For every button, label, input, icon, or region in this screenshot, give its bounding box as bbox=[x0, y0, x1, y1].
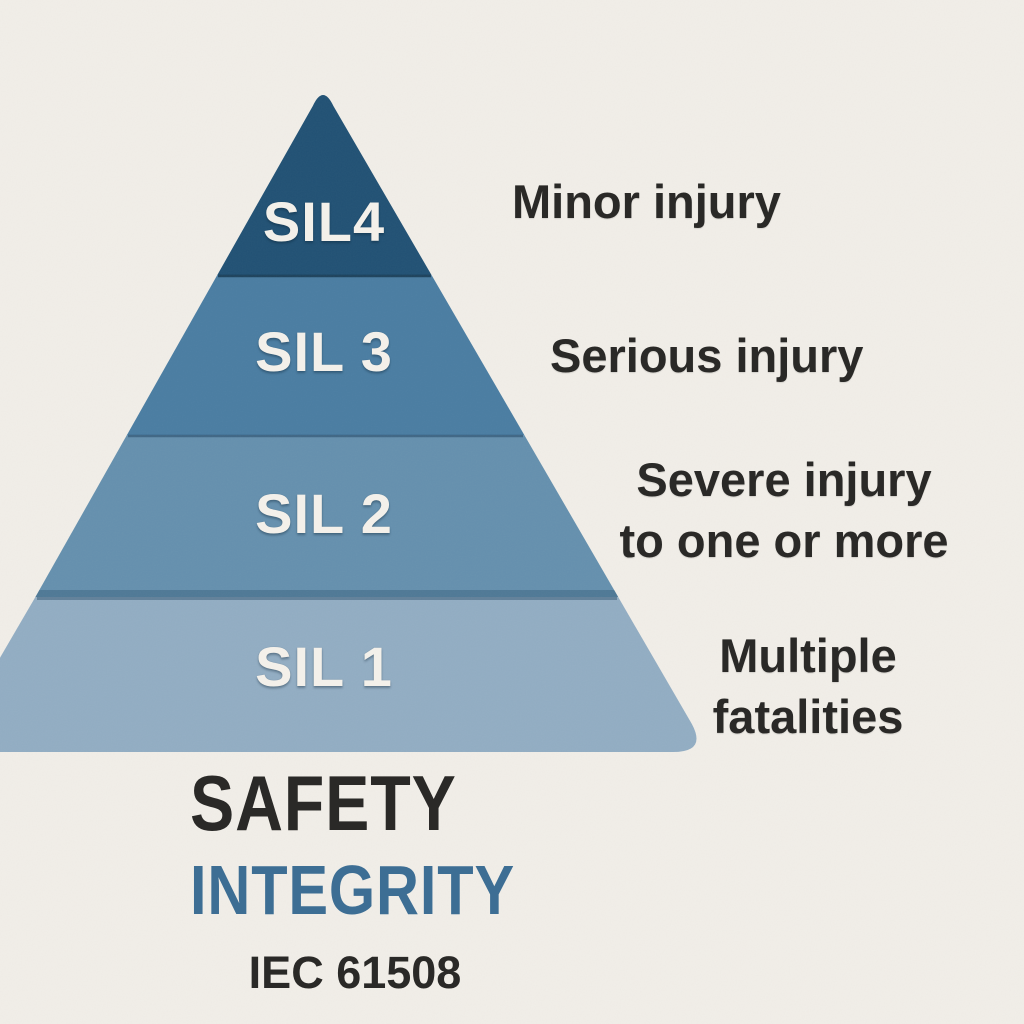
annotation-severe-injury: Severe injury to one or more bbox=[564, 449, 1004, 571]
tier-sil2-label: SIL 2 bbox=[255, 482, 393, 545]
annotation-multiple-line2: fatalities bbox=[712, 690, 904, 743]
annotation-multiple-line1: Multiple bbox=[719, 629, 897, 682]
annotation-serious-injury: Serious injury bbox=[550, 329, 864, 382]
title-integrity: INTEGRITY bbox=[190, 851, 516, 929]
title-block: SAFETY INTEGRITY IEC 61508 bbox=[190, 764, 572, 995]
tier-sil3-label: SIL 3 bbox=[255, 320, 393, 383]
tier-sil4-label: SIL4 bbox=[262, 190, 386, 253]
title-safety: SAFETY bbox=[190, 759, 457, 847]
annotation-multiple-fatalities: Multiple fatalities bbox=[608, 625, 1008, 747]
annotation-severe-line1: Severe injury bbox=[636, 453, 932, 506]
tier-sil1-label: SIL 1 bbox=[255, 635, 393, 698]
annotation-severe-line2: to one or more bbox=[619, 514, 949, 567]
title-standard: IEC 61508 bbox=[248, 947, 462, 998]
tier-sil2-bottom-shade bbox=[35, 590, 619, 597]
annotation-minor-injury: Minor injury bbox=[512, 175, 781, 228]
